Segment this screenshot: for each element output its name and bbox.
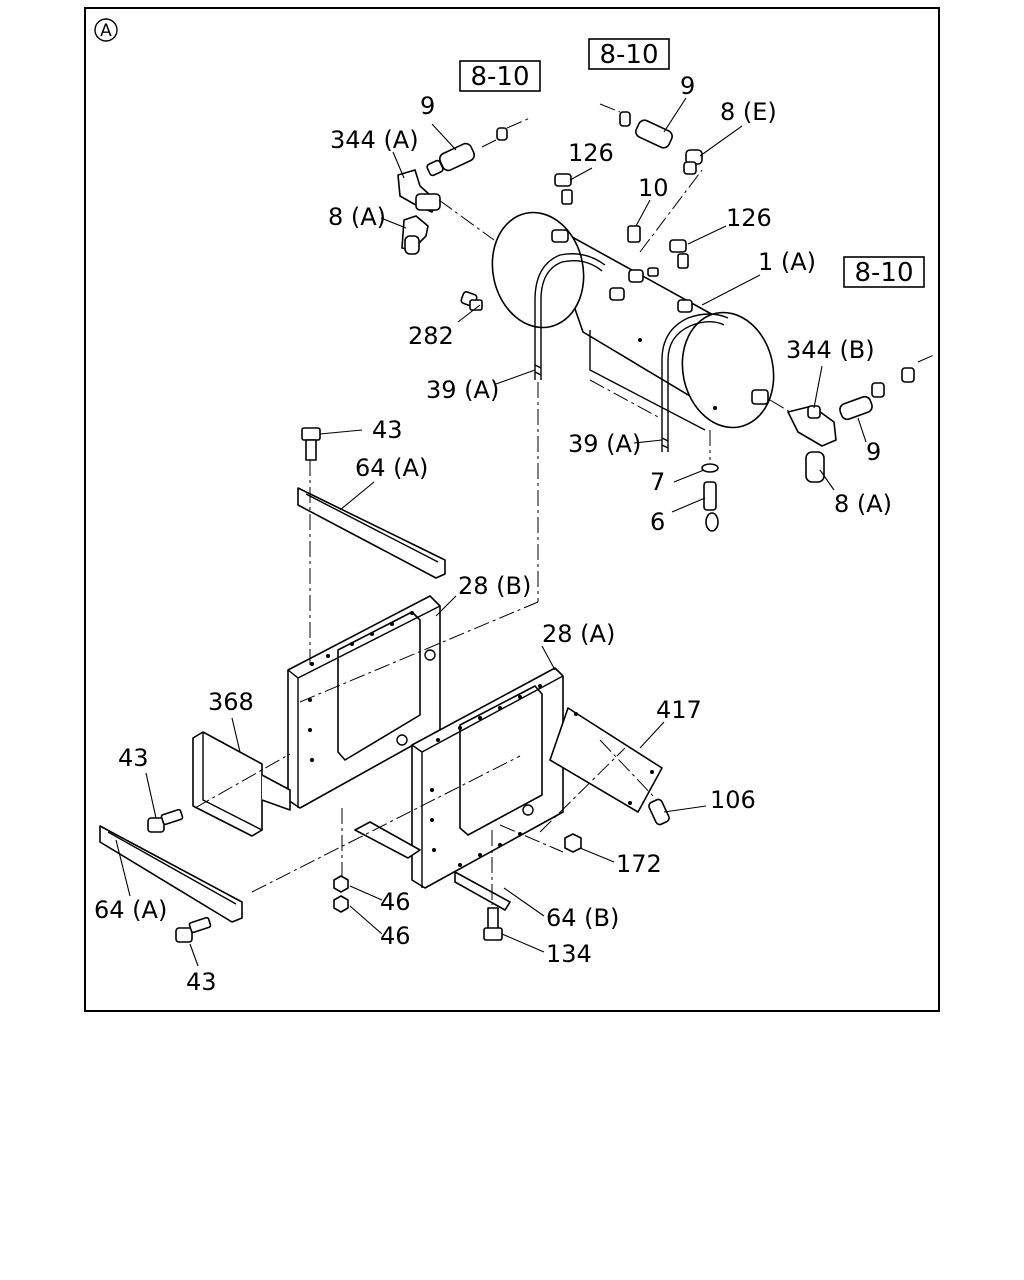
callout-labels: 9 344 (A) 8 (A) 126 9 8 (E) 10 126 1 (A)… bbox=[94, 72, 892, 996]
left-valve-group bbox=[397, 127, 508, 311]
callout-64b: 64 (B) bbox=[546, 904, 619, 932]
callout-344b: 344 (B) bbox=[786, 336, 875, 364]
callout-344a: 344 (A) bbox=[330, 126, 419, 154]
callout-126-top: 126 bbox=[568, 139, 614, 167]
bracket-28a bbox=[396, 667, 564, 889]
strap-lower bbox=[99, 825, 243, 923]
center-lines bbox=[194, 103, 935, 905]
callout-64a-top: 64 (A) bbox=[355, 454, 428, 482]
top-valve-group bbox=[554, 111, 703, 269]
drain-cock bbox=[701, 463, 719, 532]
callout-8a-right: 8 (A) bbox=[834, 490, 892, 518]
ref-box-3: 8-10 bbox=[843, 256, 925, 288]
svg-text:8-10: 8-10 bbox=[854, 258, 913, 288]
callout-9-top: 9 bbox=[680, 72, 695, 100]
callout-172: 172 bbox=[616, 850, 662, 878]
callout-39a-lower: 39 (A) bbox=[568, 430, 641, 458]
callout-7: 7 bbox=[650, 468, 665, 496]
nut-46-upper bbox=[333, 875, 349, 893]
callout-1a: 1 (A) bbox=[758, 248, 816, 276]
svg-text:8-10: 8-10 bbox=[599, 40, 658, 70]
callout-28b: 28 (B) bbox=[458, 572, 531, 600]
tank-fittings bbox=[551, 225, 769, 405]
callout-43-left: 43 bbox=[118, 744, 149, 772]
view-marker-label: A bbox=[100, 21, 112, 41]
callout-417: 417 bbox=[656, 696, 702, 724]
callout-106: 106 bbox=[710, 786, 756, 814]
callout-8a-left: 8 (A) bbox=[328, 203, 386, 231]
callout-46-lower: 46 bbox=[380, 922, 411, 950]
nut-46-lower bbox=[333, 895, 349, 913]
callout-64a-bottom: 64 (A) bbox=[94, 896, 167, 924]
air-tank bbox=[491, 211, 775, 431]
u-bolt-rear bbox=[661, 313, 729, 452]
right-valve-group bbox=[787, 367, 915, 483]
callout-43-top: 43 bbox=[372, 416, 403, 444]
callout-368: 368 bbox=[208, 688, 254, 716]
bolt-43-left bbox=[147, 808, 184, 833]
ref-box-2: 8-10 bbox=[588, 38, 670, 70]
fitting-106 bbox=[648, 798, 670, 826]
svg-text:8-10: 8-10 bbox=[470, 62, 529, 92]
callout-10: 10 bbox=[638, 174, 669, 202]
callout-6: 6 bbox=[650, 508, 665, 536]
callout-9-left: 9 bbox=[420, 92, 435, 120]
ref-box-1: 8-10 bbox=[459, 60, 541, 92]
bolt-43-bottom bbox=[175, 916, 212, 943]
diagram-frame bbox=[84, 7, 940, 1012]
callout-9-right: 9 bbox=[866, 438, 881, 466]
callout-46-upper: 46 bbox=[380, 888, 411, 916]
callout-126-right: 126 bbox=[726, 204, 772, 232]
callout-282: 282 bbox=[408, 322, 454, 350]
strap-upper bbox=[297, 487, 446, 579]
callout-28a: 28 (A) bbox=[542, 620, 615, 648]
bracket-368 bbox=[192, 731, 291, 837]
plate-417 bbox=[549, 707, 663, 813]
leader-lines bbox=[115, 97, 867, 967]
bolt-43-top bbox=[301, 427, 321, 461]
u-bolt-front bbox=[534, 253, 606, 380]
callout-8e: 8 (E) bbox=[720, 98, 777, 126]
callout-134: 134 bbox=[546, 940, 592, 968]
view-marker: A bbox=[94, 18, 118, 42]
callout-43-bottom: 43 bbox=[186, 968, 217, 996]
bolt-134 bbox=[483, 907, 503, 941]
nut-172 bbox=[564, 833, 582, 853]
callout-39a-upper: 39 (A) bbox=[426, 376, 499, 404]
